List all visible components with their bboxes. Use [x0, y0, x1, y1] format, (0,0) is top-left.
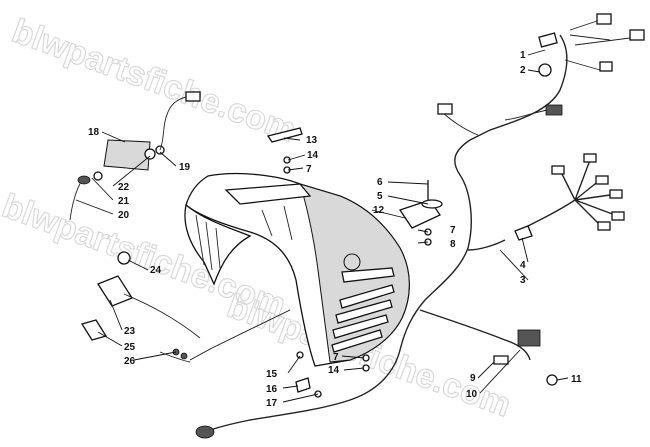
leader-lines — [75, 49, 569, 403]
switch-plate — [69, 91, 201, 221]
callout-7-bottom: 7 — [333, 352, 339, 363]
callout-2: 2 — [520, 65, 526, 76]
callout-25: 25 — [124, 342, 136, 353]
callout-17: 17 — [266, 398, 278, 409]
callout-19: 19 — [179, 162, 191, 173]
callout-9: 9 — [470, 373, 476, 384]
callout-8: 8 — [450, 239, 456, 250]
callout-12: 12 — [373, 205, 385, 216]
callout-10: 10 — [466, 389, 478, 400]
callout-16: 16 — [266, 384, 278, 395]
ignition-switch-parts — [80, 251, 201, 363]
callout-labels: 1 2 3 4 5 6 7 8 12 13 14 7 18 19 20 21 2… — [88, 50, 582, 409]
callout-13: 13 — [306, 135, 318, 146]
headlight-housing — [184, 172, 410, 367]
callout-23: 23 — [124, 326, 136, 337]
callout-1: 1 — [520, 50, 526, 61]
callout-11: 11 — [571, 374, 582, 385]
callout-20: 20 — [118, 210, 130, 221]
callout-5: 5 — [377, 191, 383, 202]
callout-15: 15 — [266, 369, 278, 380]
callout-4: 4 — [520, 260, 526, 271]
callout-24: 24 — [150, 265, 162, 276]
callout-14-top: 14 — [307, 150, 319, 161]
callout-7-top: 7 — [306, 164, 312, 175]
callout-21: 21 — [118, 196, 130, 207]
headlight-bracket — [398, 180, 443, 246]
callout-6: 6 — [377, 177, 383, 188]
callout-14-bottom: 14 — [328, 365, 340, 376]
callout-3: 3 — [520, 275, 526, 286]
callout-26: 26 — [124, 356, 136, 367]
watermark-text-top: blwpartsfiche.com — [7, 12, 301, 150]
hardware — [266, 127, 558, 398]
wiring-harness — [195, 13, 645, 439]
callout-22: 22 — [118, 182, 130, 193]
callout-18: 18 — [88, 127, 100, 138]
callout-7-bracket: 7 — [450, 225, 456, 236]
